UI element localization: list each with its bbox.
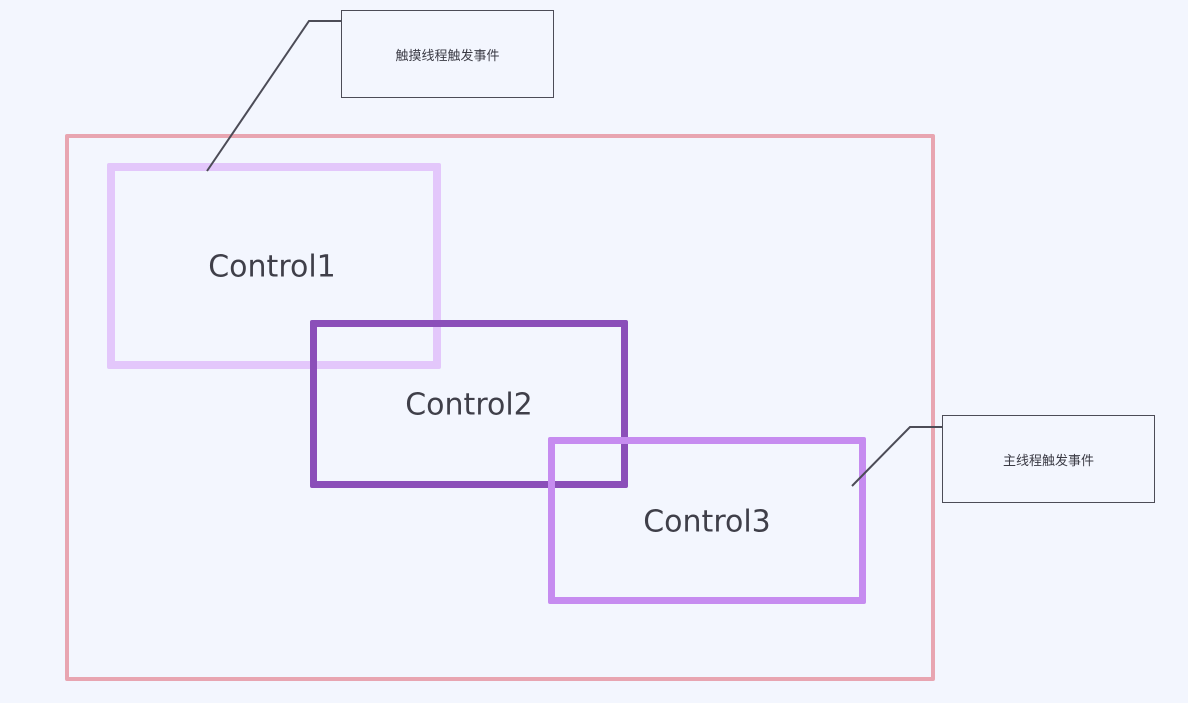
control3-box bbox=[548, 437, 866, 604]
callout-main-thread: 主线程触发事件 bbox=[942, 415, 1155, 503]
callout-touch-thread: 触摸线程触发事件 bbox=[341, 10, 554, 98]
control2-label: Control2 bbox=[405, 387, 533, 423]
control2-box bbox=[310, 320, 628, 488]
control1-label: Control1 bbox=[208, 249, 336, 285]
callout-touch-thread-text: 触摸线程触发事件 bbox=[395, 48, 500, 64]
control3-label: Control3 bbox=[643, 504, 771, 540]
container-frame bbox=[65, 134, 935, 681]
callout-main-thread-text: 主线程触发事件 bbox=[1002, 453, 1094, 469]
